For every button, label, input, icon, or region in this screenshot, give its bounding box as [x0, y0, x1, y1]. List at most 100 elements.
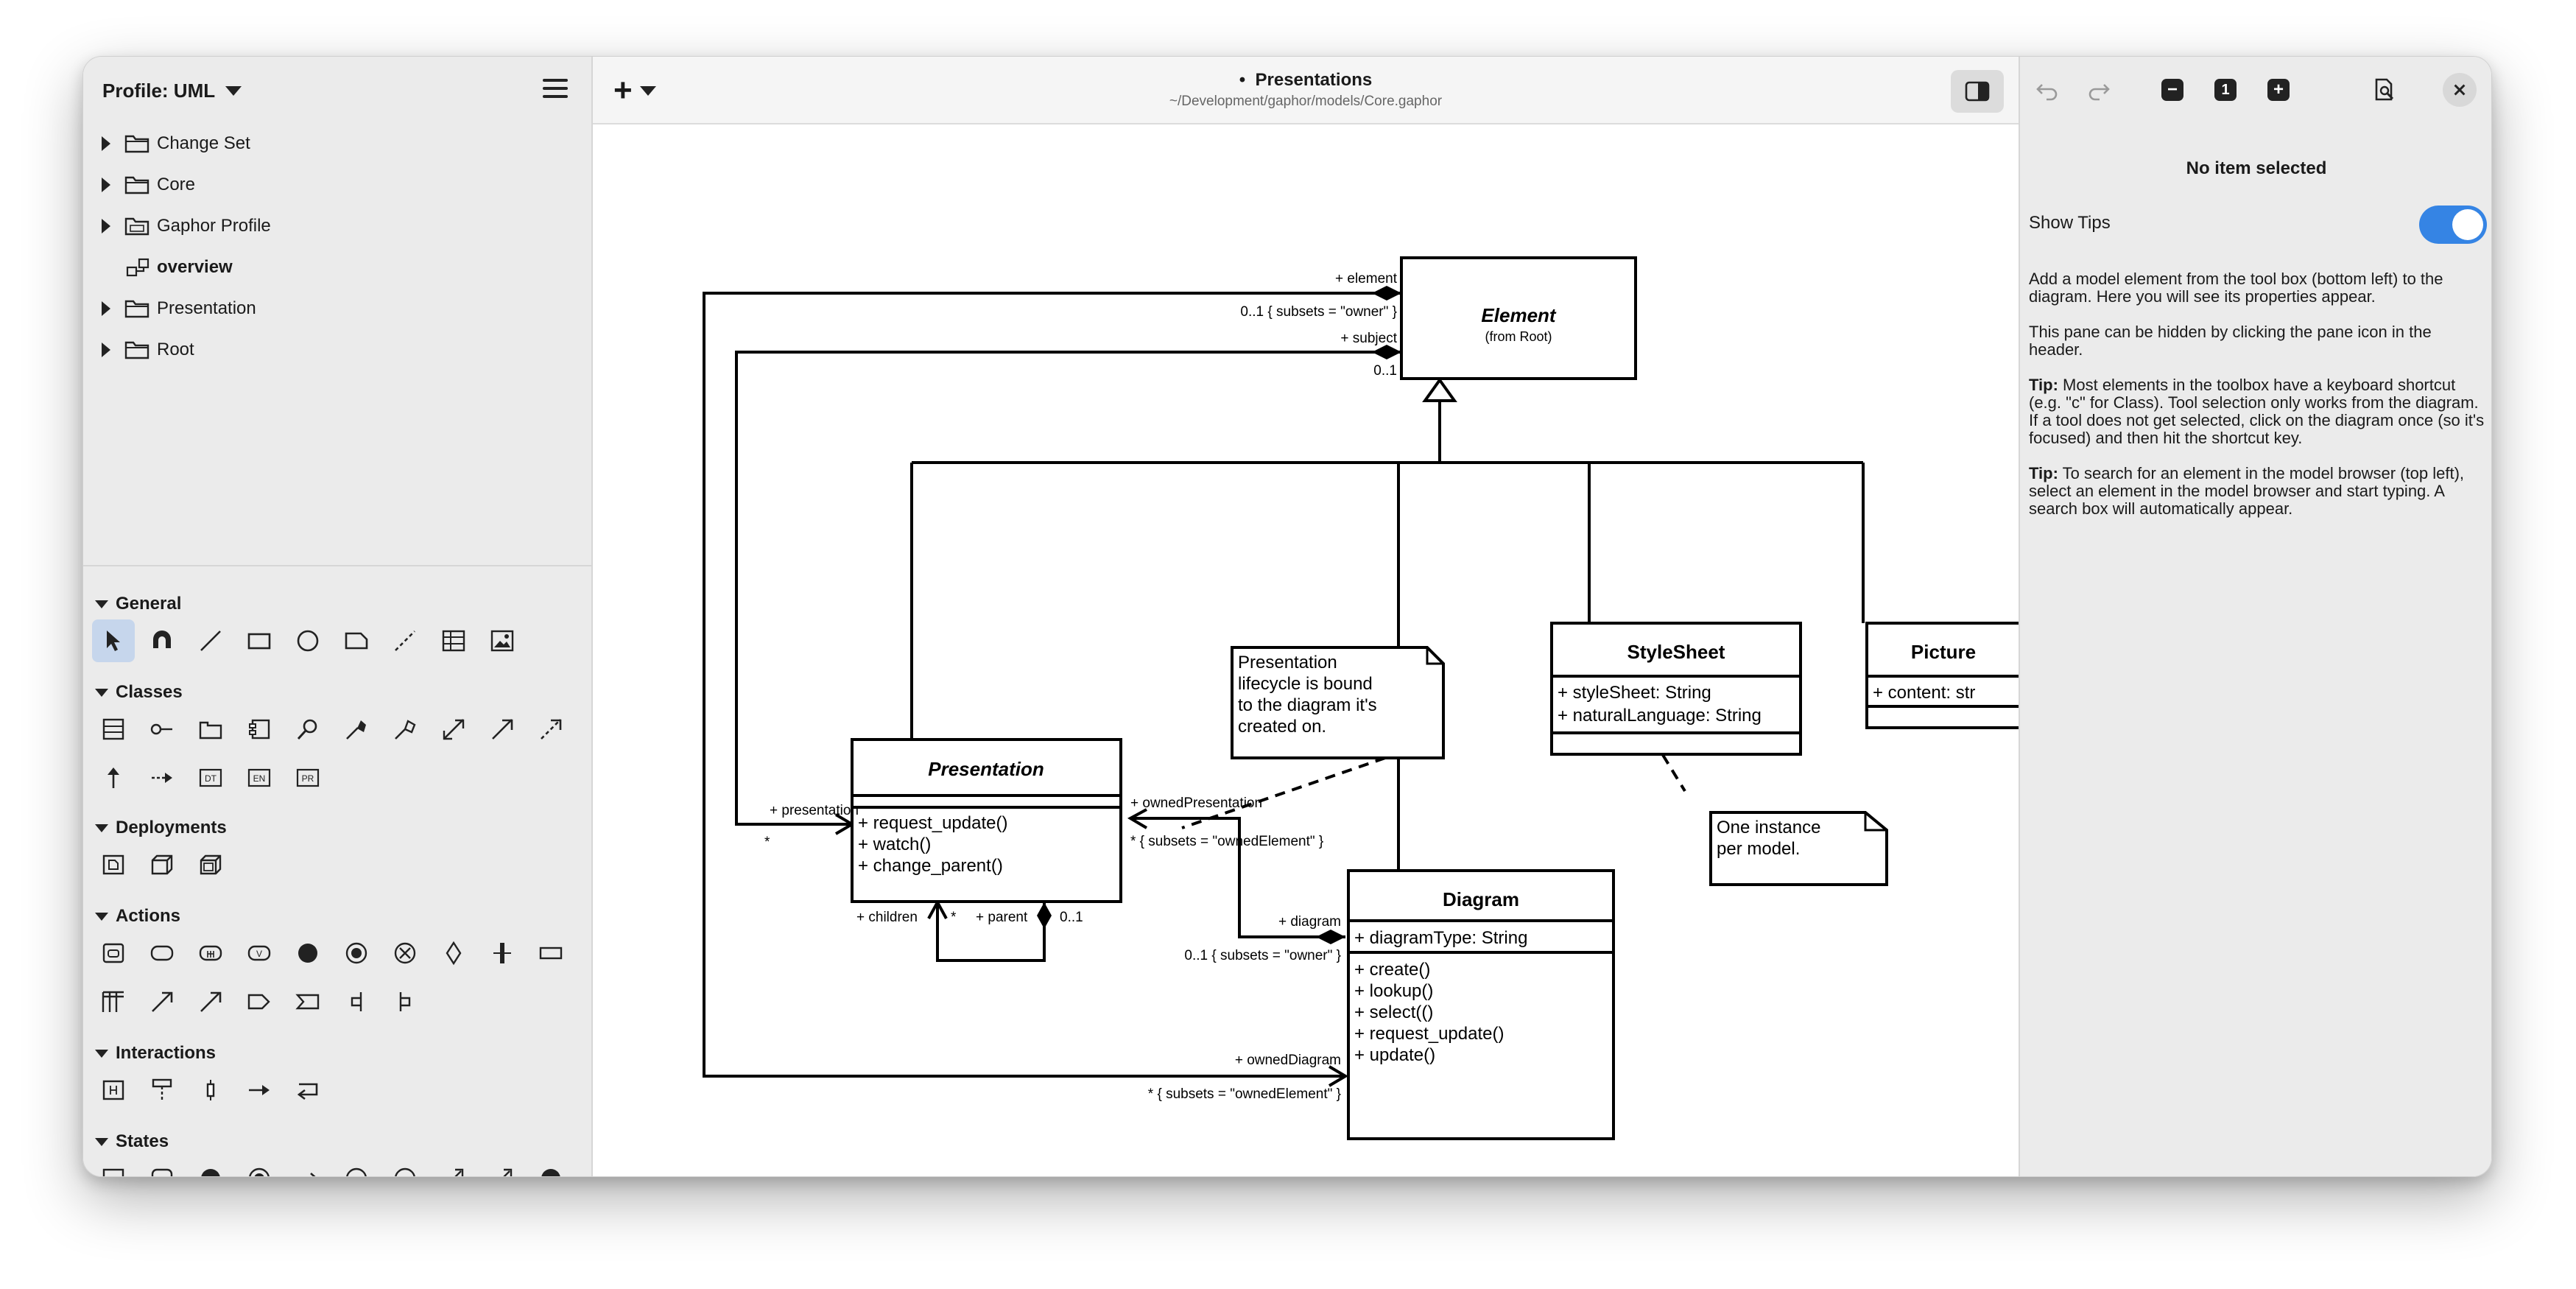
initial-state-tool[interactable] [189, 1157, 232, 1176]
action-tool[interactable] [141, 932, 183, 974]
component-tool[interactable] [238, 708, 281, 751]
table-tool[interactable] [432, 619, 475, 662]
toggle-pane-button[interactable] [1951, 70, 2004, 113]
flow-final-tool[interactable] [384, 932, 426, 974]
reply-message-tool[interactable] [286, 1069, 329, 1111]
class-tool[interactable] [92, 708, 135, 751]
tree-item-presentation[interactable]: Presentation [83, 288, 591, 329]
line-tool[interactable] [189, 619, 232, 662]
package-tool[interactable] [189, 708, 232, 751]
interaction-tool[interactable] [92, 1069, 135, 1111]
diagram-association[interactable] [1130, 817, 1345, 938]
directed-association-tool[interactable] [481, 708, 524, 751]
expand-arrow-icon[interactable] [102, 136, 110, 151]
tree-item-gaphor-profile[interactable]: Gaphor Profile [83, 206, 591, 247]
note-connector[interactable] [1661, 754, 1686, 793]
note-lifecycle[interactable] [1231, 646, 1445, 759]
execution-tool[interactable] [189, 1069, 232, 1111]
tree-item-core[interactable]: Core [83, 164, 591, 206]
hamburger-menu-icon[interactable] [543, 79, 568, 101]
junction-tool[interactable] [529, 1157, 572, 1176]
enumeration-tool[interactable]: EN [238, 756, 281, 799]
toolbox-section-interactions[interactable]: Interactions [95, 1041, 216, 1066]
toolbox-section-classes[interactable]: Classes [95, 680, 183, 705]
pointer-tool[interactable] [92, 619, 135, 662]
ellipse-tool[interactable] [286, 619, 329, 662]
composition-tool[interactable] [335, 708, 378, 751]
interface-tool[interactable] [141, 708, 183, 751]
primitive-tool[interactable]: PR [286, 756, 329, 799]
object-node-tool[interactable] [529, 932, 572, 974]
node-tool[interactable] [141, 843, 183, 886]
transition-tool[interactable] [286, 1157, 329, 1176]
history-tool[interactable] [335, 1157, 378, 1176]
tree-item-root[interactable]: Root [83, 329, 591, 370]
deep-history-tool[interactable] [384, 1157, 426, 1176]
comment-line-tool[interactable] [384, 619, 426, 662]
diagram-canvas[interactable]: Element (from Root) Presentation + reque… [593, 124, 2019, 1177]
value-specification-tool[interactable]: V [238, 932, 281, 974]
output-pin-tool[interactable] [384, 980, 426, 1023]
fork-tool[interactable] [481, 932, 524, 974]
lifeline-tool[interactable] [141, 1069, 183, 1111]
add-diagram-button[interactable]: + [613, 74, 656, 107]
expand-arrow-icon[interactable] [102, 343, 110, 357]
control-flow-tool[interactable] [141, 980, 183, 1023]
subject-association[interactable] [735, 351, 1401, 826]
association-tool[interactable] [432, 708, 475, 751]
tree-item-overview[interactable]: overview [83, 247, 591, 288]
close-button[interactable] [2443, 73, 2477, 107]
initial-node-tool[interactable] [286, 932, 329, 974]
final-node-tool[interactable] [335, 932, 378, 974]
parent-association[interactable] [936, 902, 1046, 962]
input-pin-tool[interactable] [335, 980, 378, 1023]
class-presentation[interactable] [851, 738, 1122, 903]
expand-arrow-icon[interactable] [102, 219, 110, 233]
state-machine-tool[interactable] [92, 1157, 135, 1176]
object-flow-tool[interactable] [189, 980, 232, 1023]
box-tool[interactable] [238, 619, 281, 662]
entry-point-tool[interactable] [432, 1157, 475, 1176]
expand-arrow-icon[interactable] [102, 178, 110, 192]
dependency-tool[interactable] [529, 708, 572, 751]
realization-tool[interactable] [141, 756, 183, 799]
send-signal-tool[interactable] [238, 980, 281, 1023]
show-tips-toggle[interactable] [2419, 206, 2487, 244]
expand-arrow-icon[interactable] [102, 301, 110, 316]
class-element[interactable] [1400, 256, 1637, 380]
activity-tool[interactable] [92, 932, 135, 974]
note-connector[interactable] [1181, 756, 1386, 829]
search-document-button[interactable] [2368, 73, 2401, 107]
toolbox-section-states[interactable]: States [95, 1129, 169, 1154]
state-tool[interactable] [141, 1157, 183, 1176]
call-behavior-tool[interactable] [189, 932, 232, 974]
image-tool[interactable] [481, 619, 524, 662]
message-tool[interactable] [238, 1069, 281, 1111]
device-tool[interactable] [189, 843, 232, 886]
toolbox-section-general[interactable]: General [95, 591, 181, 617]
zoom-out-button[interactable]: − [2156, 73, 2189, 107]
accept-event-tool[interactable] [286, 980, 329, 1023]
search-tool[interactable] [286, 708, 329, 751]
final-state-tool[interactable] [238, 1157, 281, 1176]
profile-dropdown[interactable]: Profile: UML [102, 74, 242, 107]
exit-point-tool[interactable] [481, 1157, 524, 1176]
toolbox-section-deployments[interactable]: Deployments [95, 815, 227, 840]
partition-tool[interactable] [92, 980, 135, 1023]
zoom-reset-button[interactable]: 1 [2209, 73, 2242, 107]
undo-button[interactable] [2030, 73, 2064, 107]
datatype-tool[interactable]: DT [189, 756, 232, 799]
aggregation-tool[interactable] [384, 708, 426, 751]
tree-item-change-set[interactable]: Change Set [83, 123, 591, 164]
decision-tool[interactable] [432, 932, 475, 974]
redo-button[interactable] [2082, 73, 2116, 107]
zoom-in-button[interactable]: + [2262, 73, 2295, 107]
comment-tool[interactable] [335, 619, 378, 662]
artifact-tool[interactable] [92, 843, 135, 886]
class-diagram[interactable] [1347, 869, 1615, 1140]
magnet-tool[interactable] [141, 619, 183, 662]
element-association[interactable] [703, 292, 1401, 1078]
toolbox-section-actions[interactable]: Actions [95, 904, 180, 929]
note-one-instance[interactable] [1709, 811, 1888, 886]
generalization-tool[interactable] [92, 756, 135, 799]
